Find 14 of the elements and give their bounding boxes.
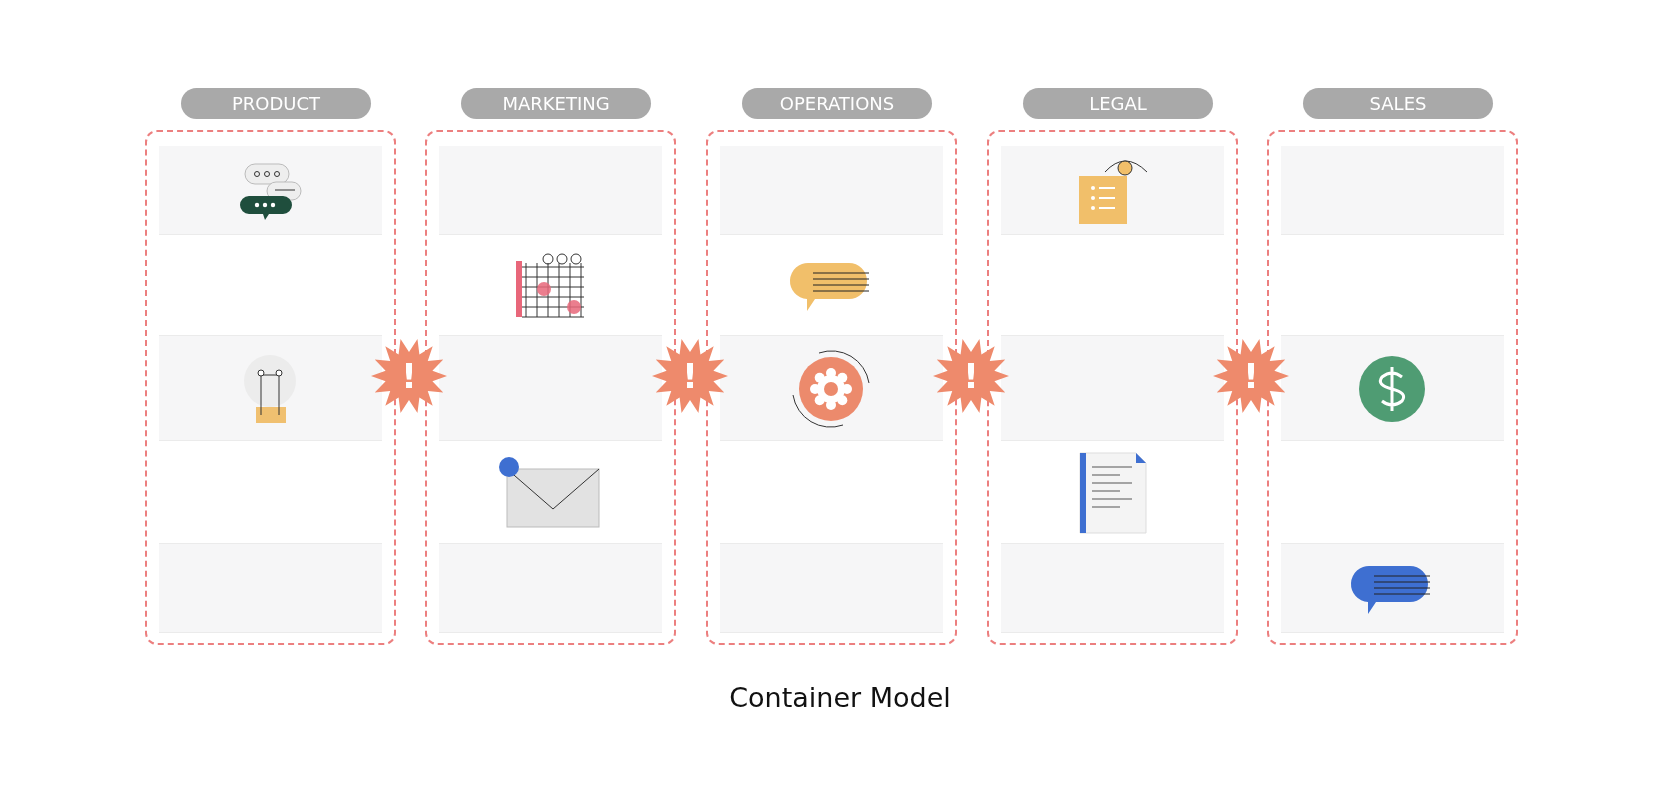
column-header: LEGAL — [1023, 88, 1213, 119]
column-header: MARKETING — [461, 88, 651, 119]
column-header: SALES — [1303, 88, 1493, 119]
caption: Container Model — [728, 682, 952, 713]
starburst — [371, 338, 447, 414]
starburst — [652, 338, 728, 414]
exclamation-mark: ! — [401, 356, 417, 396]
column-header: OPERATIONS — [742, 88, 932, 119]
starburst — [1213, 338, 1289, 414]
exclamation-mark: ! — [682, 356, 698, 396]
exclamation-mark: ! — [1243, 356, 1259, 396]
starburst — [933, 338, 1009, 414]
exclamation-mark: ! — [963, 356, 979, 396]
column-header: PRODUCT — [181, 88, 371, 119]
